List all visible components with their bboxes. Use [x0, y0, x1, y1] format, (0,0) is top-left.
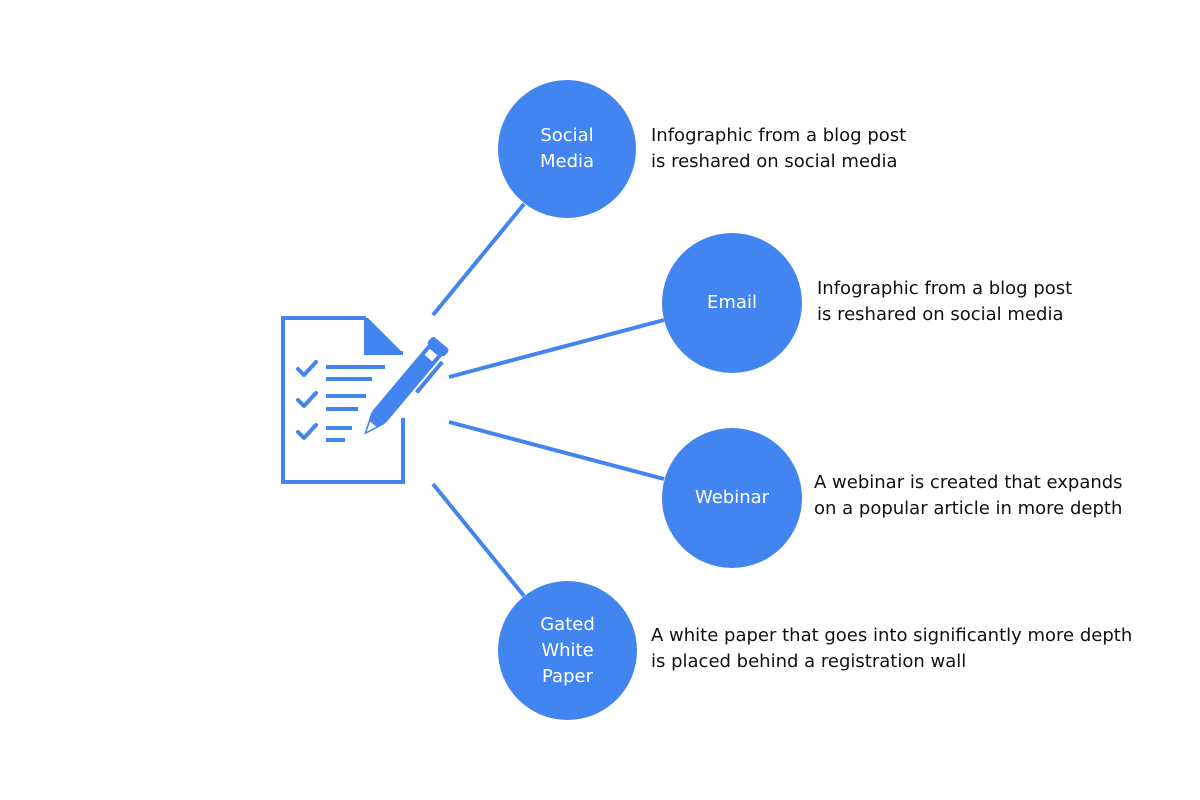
- description-email: Infographic from a blog post is reshared…: [817, 278, 1073, 325]
- description-social-media: Infographic from a blog post is reshared…: [651, 125, 907, 172]
- node-gated-white-paper: Gated White Paper: [498, 581, 637, 720]
- connector-gated-white-paper: [431, 482, 526, 598]
- description-webinar: A webinar is created that expands on a p…: [814, 472, 1123, 519]
- node-social-media: Social Media: [498, 80, 636, 218]
- node-email: Email: [662, 233, 802, 373]
- connector-social-media: [431, 202, 526, 317]
- description-gated-white-paper: A white paper that goes into significant…: [651, 625, 1133, 672]
- connector-webinar: [448, 420, 665, 481]
- node-webinar: Webinar: [662, 428, 802, 568]
- connector-email: [448, 318, 665, 379]
- document-checklist-pen-icon: [281, 316, 449, 484]
